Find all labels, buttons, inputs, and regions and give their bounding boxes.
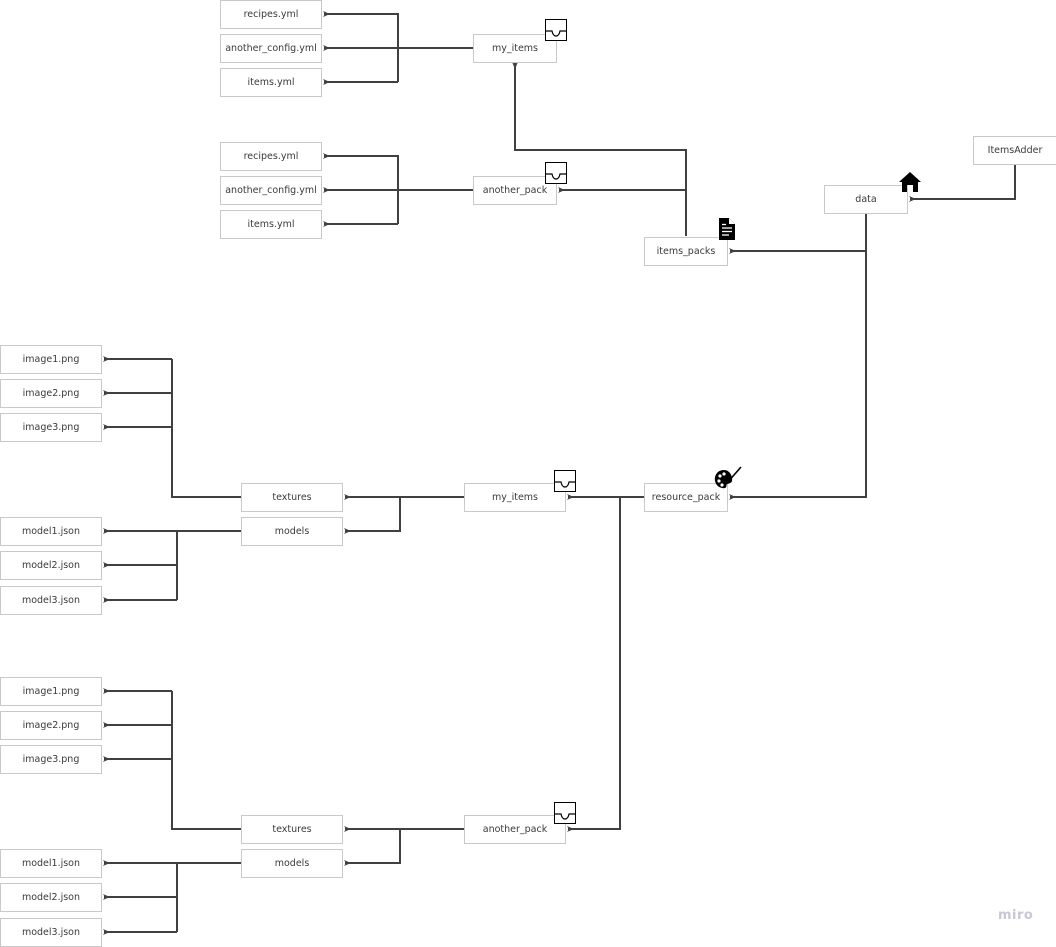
node-ip-my-items-recipes[interactable]: recipes.yml <box>220 0 322 29</box>
miro-watermark: miro <box>998 908 1034 923</box>
node-rp2-model1[interactable]: model1.json <box>0 849 102 878</box>
edge-rp1-tex-trunk <box>171 359 241 498</box>
node-items-packs[interactable]: items_packs <box>644 237 728 266</box>
edge-rp1-mod-trunk <box>176 530 241 600</box>
node-rp2-model3[interactable]: model3.json <box>0 918 102 947</box>
node-ip-another-items[interactable]: items.yml <box>220 210 322 239</box>
node-ip-another-pack[interactable]: another_pack <box>473 176 557 205</box>
node-rp2-model2[interactable]: model2.json <box>0 883 102 912</box>
node-rp1-image2[interactable]: image2.png <box>0 379 102 408</box>
node-rp2-models[interactable]: models <box>241 849 343 878</box>
node-rp1-image3[interactable]: image3.png <box>0 413 102 442</box>
node-rp1-model1[interactable]: model1.json <box>0 517 102 546</box>
node-resource-pack[interactable]: resource_pack <box>644 483 728 512</box>
edge-ip-another-recipes <box>323 153 399 224</box>
node-ip-my-items[interactable]: my_items <box>473 34 557 63</box>
node-data[interactable]: data <box>824 185 908 214</box>
node-rp-another-pack[interactable]: another_pack <box>464 815 566 844</box>
edge-rp2-tex-trunk <box>171 691 241 830</box>
node-rp2-textures[interactable]: textures <box>241 815 343 844</box>
folder-tray-icon <box>545 19 567 41</box>
folder-tray-icon <box>554 470 576 492</box>
edge-rp2-mod-trunk <box>176 862 241 932</box>
node-rp1-models[interactable]: models <box>241 517 343 546</box>
edge-rp-another-pack <box>567 497 621 832</box>
node-ip-another-config[interactable]: another_config.yml <box>220 176 322 205</box>
edge-items-packs-my-items <box>512 62 687 236</box>
folder-tray-icon <box>554 802 576 824</box>
node-rp2-image1[interactable]: image1.png <box>0 677 102 706</box>
palette-icon <box>714 466 742 489</box>
node-ip-my-items-config[interactable]: another_config.yml <box>220 34 322 63</box>
edge-rp2-models <box>344 829 401 866</box>
node-rp1-model3[interactable]: model3.json <box>0 586 102 615</box>
edge-ip-my-items-recipes <box>323 11 399 82</box>
node-ip-another-recipes[interactable]: recipes.yml <box>220 142 322 171</box>
edge-itemsadder-data <box>909 164 1016 202</box>
node-ip-my-items-items[interactable]: items.yml <box>220 68 322 97</box>
node-rp1-model2[interactable]: model2.json <box>0 551 102 580</box>
node-rp2-image2[interactable]: image2.png <box>0 711 102 740</box>
node-rp1-textures[interactable]: textures <box>241 483 343 512</box>
node-rp1-image1[interactable]: image1.png <box>0 345 102 374</box>
node-rp-my-items[interactable]: my_items <box>464 483 566 512</box>
edge-data-items-packs <box>729 213 867 254</box>
node-rp2-image3[interactable]: image3.png <box>0 745 102 774</box>
edge-data-resource-pack <box>729 251 867 500</box>
folder-tray-icon <box>545 162 567 184</box>
document-icon <box>719 218 735 240</box>
edge-rp1-models <box>344 497 401 534</box>
home-icon <box>899 172 921 192</box>
node-itemsadder[interactable]: ItemsAdder <box>973 136 1056 165</box>
